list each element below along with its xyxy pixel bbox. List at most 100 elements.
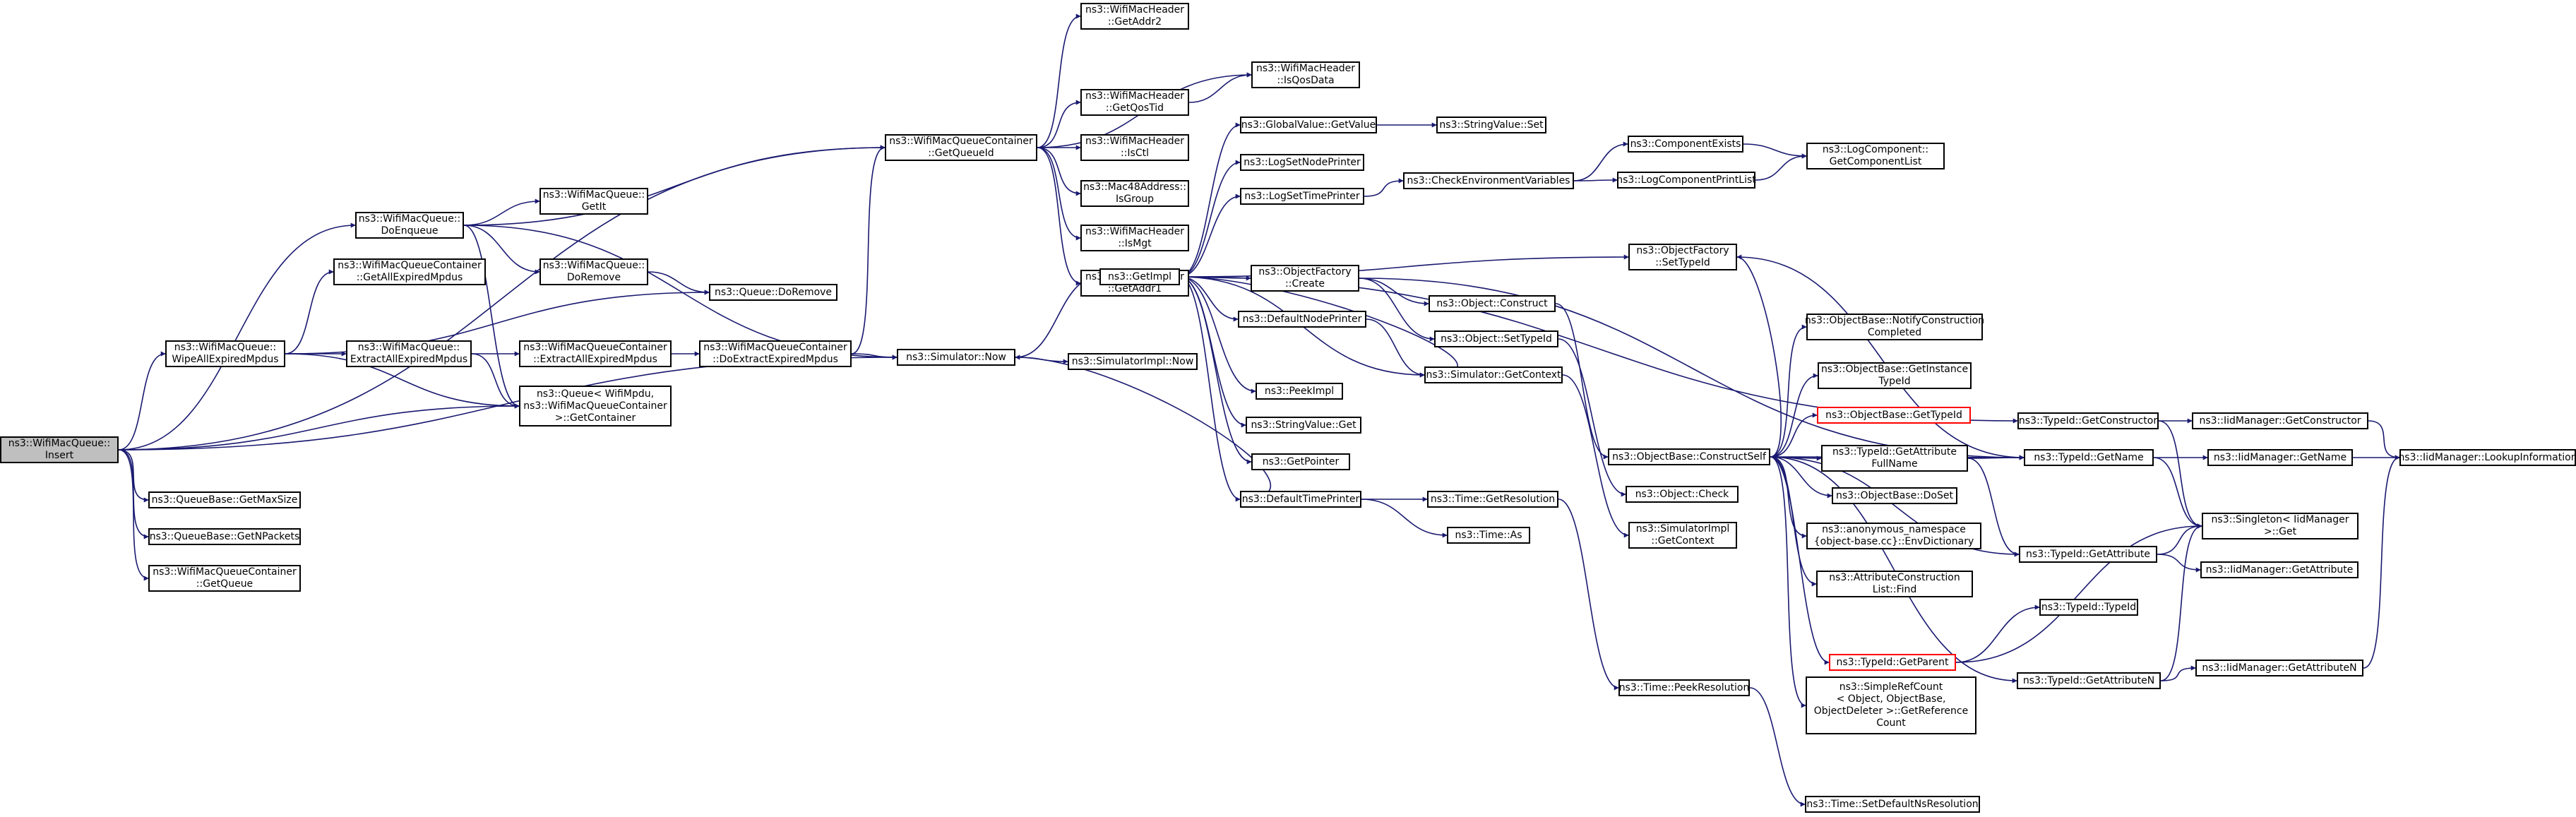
node-time-peek-res[interactable]: ns3::Time::PeekResolution: [1618, 679, 1750, 696]
node-do-extract[interactable]: ns3::WifiMacQueueContainer::DoExtractExp…: [699, 340, 852, 367]
node-time-set-def-res[interactable]: ns3::Time::SetDefaultNsResolution: [1805, 796, 1980, 813]
node-tid-type-id[interactable]: ns3::TypeId::TypeId: [2039, 599, 2138, 616]
node-cont-extract-all[interactable]: ns3::WifiMacQueueContainer::ExtractAllEx…: [519, 340, 672, 367]
node-label-line: ns3::Object::Check: [1635, 488, 1729, 500]
edge-root-to-simNow: [118, 354, 898, 451]
node-gv-get-value[interactable]: ns3::GlobalValue::GetValue: [1240, 117, 1377, 133]
node-time-get-res[interactable]: ns3::Time::GetResolution: [1427, 491, 1558, 508]
edge-objFactSetType-to-tidGetName: [1736, 256, 2025, 460]
node-label-line: ns3::WifiMacQueue::: [542, 189, 645, 201]
node-get-queue[interactable]: ns3::WifiMacQueueContainer::GetQueue: [148, 565, 301, 592]
node-queue-do-remove[interactable]: ns3::Queue::DoRemove: [709, 284, 837, 301]
node-sv-set[interactable]: ns3::StringValue::Set: [1436, 117, 1546, 133]
node-get-pointer[interactable]: ns3::GetPointer: [1251, 453, 1350, 470]
node-label-line: ns3::CheckEnvironmentVariables: [1407, 174, 1570, 186]
node-get-queue-id[interactable]: ns3::WifiMacQueueContainer::GetQueueId: [885, 134, 1037, 161]
node-log-comp-print[interactable]: ns3::LogComponentPrintList: [1616, 172, 1756, 189]
node-tid-get-constructor[interactable]: ns3::TypeId::GetConstructor: [2017, 412, 2159, 429]
node-tid-get-parent[interactable]: ns3::TypeId::GetParent: [1829, 654, 1956, 671]
node-is-qos-data[interactable]: ns3::WifiMacHeader::IsQosData: [1251, 61, 1360, 88]
node-label-line: ObjectDeleter >::GetReference: [1813, 705, 1969, 717]
node-wipe-all[interactable]: ns3::WifiMacQueue::WipeAllExpiredMpdus: [165, 340, 285, 367]
node-check-env[interactable]: ns3::CheckEnvironmentVariables: [1403, 172, 1574, 189]
node-obj-check[interactable]: ns3::Object::Check: [1626, 486, 1739, 503]
node-is-mgt[interactable]: ns3::WifiMacHeader::IsMgt: [1080, 225, 1189, 251]
edge-tidGetName-to-singletonGet: [2153, 457, 2202, 529]
node-tid-get-name[interactable]: ns3::TypeId::GetName: [2024, 449, 2154, 466]
node-label-line: ns3::LogComponentPrintList: [1616, 174, 1756, 186]
node-tid-get-attribute[interactable]: ns3::TypeId::GetAttribute: [2019, 546, 2157, 563]
node-obj-fact-set-type[interactable]: ns3::ObjectFactory::SetTypeId: [1628, 244, 1737, 270]
node-do-remove[interactable]: ns3::WifiMacQueue::DoRemove: [539, 258, 648, 285]
node-label-line: ::IsCtl: [1120, 148, 1149, 159]
node-anon-env-dict[interactable]: ns3::anonymous_namespace{object-base.cc}…: [1806, 523, 1981, 549]
node-peek-impl[interactable]: ns3::PeekImpl: [1256, 383, 1343, 400]
node-label-line: ns3::StringValue::Set: [1439, 119, 1544, 131]
node-get-all-expired[interactable]: ns3::WifiMacQueueContainer::GetAllExpire…: [333, 258, 486, 285]
node-label-line: ns3::LogComponent::: [1822, 144, 1929, 155]
edge-objSetTypeId-to-objCheck: [1558, 338, 1626, 497]
node-iid-get-name[interactable]: ns3::IidManager::GetName: [2207, 449, 2353, 466]
node-def-time-printer[interactable]: ns3::DefaultTimePrinter: [1240, 491, 1361, 508]
edge-tidGetAttribute-to-iidGetAttribute: [2157, 554, 2201, 573]
node-iid-get-constructor[interactable]: ns3::IidManager::GetConstructor: [2192, 412, 2368, 429]
node-tid-get-attribute-n[interactable]: ns3::TypeId::GetAttributeN: [2017, 672, 2161, 689]
node-get-impl[interactable]: ns3::GetImpl: [1099, 268, 1180, 285]
edge-getQosTid-to-isQosData: [1188, 72, 1252, 103]
node-label-line: < Object, ObjectBase,: [1836, 693, 1946, 705]
edge-doEnqueue-to-getQueueId: [463, 145, 886, 226]
node-is-group[interactable]: ns3::Mac48Address::IsGroup: [1080, 180, 1189, 207]
node-obj-construct[interactable]: ns3::Object::Construct: [1429, 295, 1556, 312]
edge-getQueueId-to-isMgt: [1037, 147, 1081, 241]
node-sim-impl-now[interactable]: ns3::SimulatorImpl::Now: [1068, 353, 1198, 370]
node-time-as[interactable]: ns3::Time::As: [1447, 527, 1530, 544]
node-get-container[interactable]: ns3::Queue< WifiMpdu,ns3::WifiMacQueueCo…: [519, 386, 672, 427]
edge-objFactCreate-to-objSetTypeId: [1359, 278, 1435, 342]
node-get-n-packets[interactable]: ns3::QueueBase::GetNPackets: [148, 528, 301, 545]
edge-wipeAll-to-getAllExpired: [285, 269, 334, 354]
node-obj-fact-create[interactable]: ns3::ObjectFactory::Create: [1251, 265, 1359, 292]
node-label-line: Insert: [44, 450, 74, 461]
node-iid-get-attribute-n[interactable]: ns3::IidManager::GetAttributeN: [2195, 660, 2363, 676]
edge-getImpl-to-svGet: [1179, 276, 1246, 428]
node-sv-get[interactable]: ns3::StringValue::Get: [1246, 417, 1361, 434]
node-get-max-size[interactable]: ns3::QueueBase::GetMaxSize: [148, 491, 301, 508]
node-label-line: ns3::AttributeConstruction: [1829, 572, 1960, 583]
node-comp-exists[interactable]: ns3::ComponentExists: [1628, 136, 1743, 153]
edge-root-to-getQueue: [118, 449, 149, 581]
edge-tidGetAttrFull-to-tidGetAttribute: [1967, 458, 2020, 557]
node-iid-lookup[interactable]: ns3::IidManager::LookupInformation: [2398, 449, 2576, 466]
node-do-enqueue[interactable]: ns3::WifiMacQueue::DoEnqueue: [355, 212, 464, 239]
node-ob-do-set[interactable]: ns3::ObjectBase::DoSet: [1832, 487, 1957, 504]
node-get-it[interactable]: ns3::WifiMacQueue::GetIt: [539, 188, 648, 215]
node-sim-get-context[interactable]: ns3::Simulator::GetContext: [1424, 366, 1563, 383]
node-def-node-printer[interactable]: ns3::DefaultNodePrinter: [1238, 311, 1366, 328]
node-log-comp-get-list[interactable]: ns3::LogComponent::GetComponentList: [1806, 143, 1945, 169]
node-label-line: GetIt: [581, 201, 607, 213]
node-obj-set-type-id[interactable]: ns3::Object::SetTypeId: [1434, 330, 1558, 347]
node-is-ctl[interactable]: ns3::WifiMacHeader::IsCtl: [1080, 134, 1189, 161]
node-get-qos-tid[interactable]: ns3::WifiMacHeader::GetQosTid: [1080, 89, 1189, 116]
edge-objFactCreate-to-objConstruct: [1359, 278, 1429, 306]
edge-constructSelf-to-notifyConstr: [1770, 324, 1807, 458]
node-log-set-time[interactable]: ns3::LogSetTimePrinter: [1240, 188, 1364, 205]
node-iid-get-attribute[interactable]: ns3::IidManager::GetAttribute: [2200, 561, 2359, 578]
node-label-line: ns3::Singleton< IidManager: [2211, 514, 2349, 525]
node-label-line: GetComponentList: [1829, 156, 1922, 167]
node-extract-all[interactable]: ns3::WifiMacQueue::ExtractAllExpiredMpdu…: [346, 340, 472, 367]
node-label-line: ns3::ObjectBase::DoSet: [1836, 489, 1953, 501]
node-ob-get-type-id[interactable]: ns3::ObjectBase::GetTypeId: [1817, 407, 1971, 424]
node-construct-self[interactable]: ns3::ObjectBase::ConstructSelf: [1608, 448, 1770, 465]
node-get-addr2[interactable]: ns3::WifiMacHeader::GetAddr2: [1080, 3, 1189, 30]
node-simple-ref-count[interactable]: ns3::SimpleRefCount< Object, ObjectBase,…: [1806, 676, 1976, 734]
node-sim-now[interactable]: ns3::Simulator::Now: [897, 349, 1015, 366]
edge-tidGetAttributeN-to-iidGetAttributeN: [2160, 665, 2196, 681]
node-singleton-get[interactable]: ns3::Singleton< IidManager>::Get: [2202, 513, 2359, 539]
node-sim-impl-get-ctx[interactable]: ns3::SimulatorImpl::GetContext: [1628, 522, 1737, 549]
node-label-line: ns3::WifiMacQueue::: [358, 213, 461, 225]
node-log-set-node[interactable]: ns3::LogSetNodePrinter: [1240, 154, 1364, 171]
